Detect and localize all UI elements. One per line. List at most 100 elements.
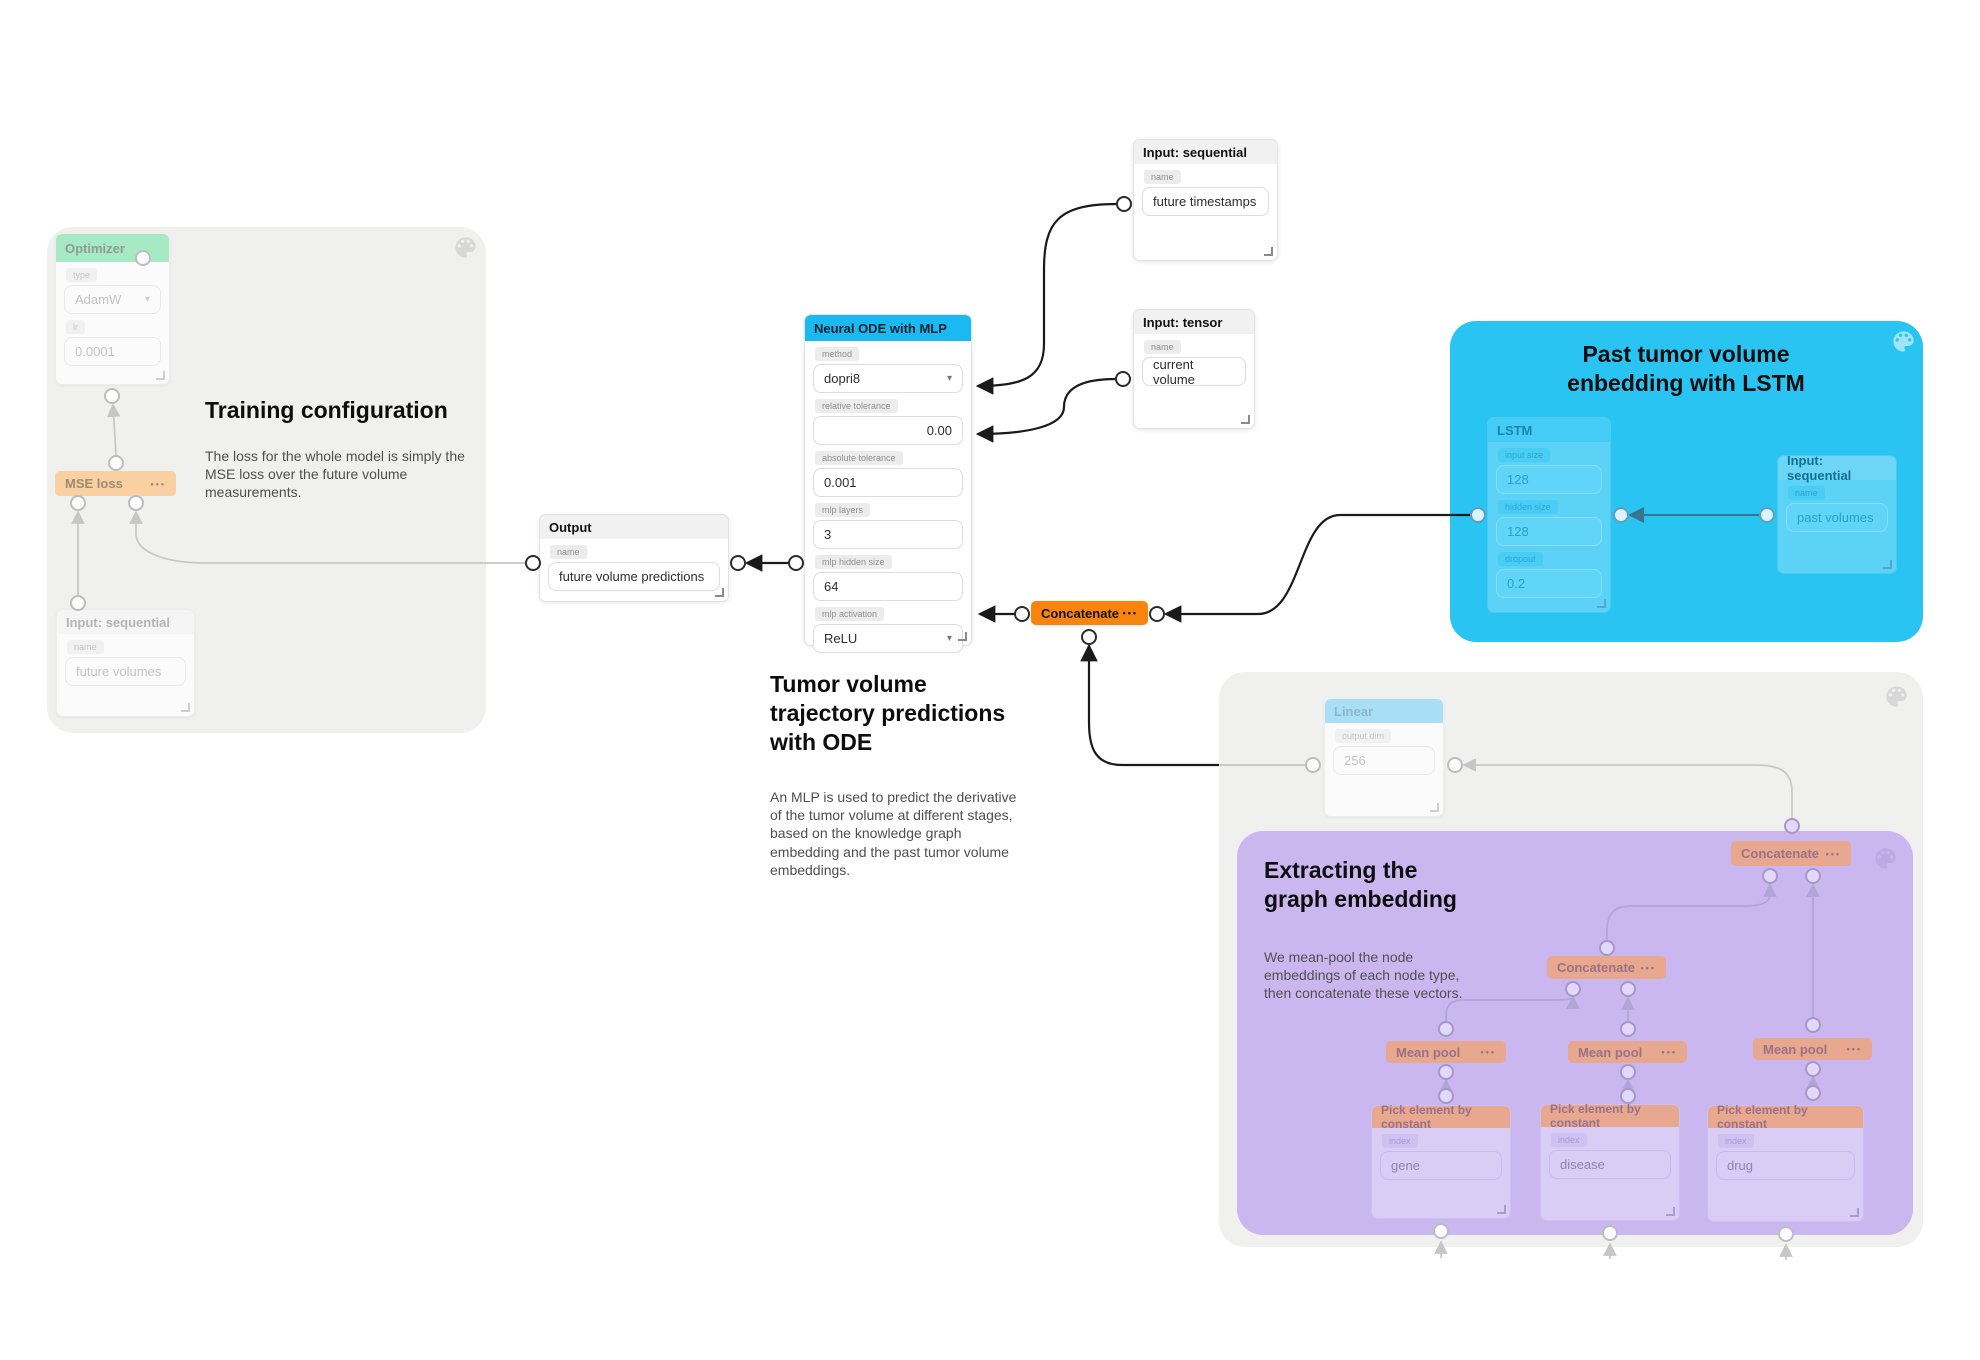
node-header[interactable]: Output	[540, 515, 728, 539]
node-concatenate-top[interactable]: Concatenate •••	[1731, 841, 1851, 866]
node-header[interactable]: Pick element by constant	[1541, 1102, 1679, 1130]
resize-handle-icon[interactable]	[1497, 1205, 1506, 1214]
node-pick-gene[interactable]: Pick element by constant index gene	[1371, 1103, 1511, 1219]
field-label: index	[1551, 1133, 1587, 1147]
ode-mlp-activation-select[interactable]: ReLU▾	[813, 624, 963, 653]
node-header[interactable]: Pick element by constant	[1708, 1103, 1863, 1131]
node-optimizer-header[interactable]: Optimizer	[56, 234, 169, 262]
resize-handle-icon[interactable]	[1264, 247, 1273, 256]
node-menu-icon[interactable]: •••	[1846, 1044, 1862, 1054]
node-mean-pool-1[interactable]: Mean pool •••	[1386, 1041, 1506, 1063]
node-output[interactable]: Output name future volume predictions	[539, 514, 729, 602]
resize-handle-icon[interactable]	[1430, 803, 1439, 812]
palette-icon[interactable]	[1872, 845, 1899, 872]
node-menu-icon[interactable]: •••	[1480, 1047, 1496, 1057]
port-future-timestamps-output[interactable]	[1116, 196, 1132, 212]
chevron-down-icon: ▾	[946, 633, 952, 644]
resize-handle-icon[interactable]	[156, 371, 165, 380]
node-pick-disease[interactable]: Pick element by constant index disease	[1540, 1102, 1680, 1221]
node-header[interactable]: Input: sequential	[1778, 453, 1896, 483]
field-value: 0.2	[1507, 576, 1526, 591]
field-label: lr	[66, 320, 85, 334]
index-input[interactable]: gene	[1380, 1151, 1502, 1180]
node-menu-icon[interactable]: •••	[150, 478, 166, 489]
name-input[interactable]: future timestamps	[1142, 187, 1269, 216]
lstm-hidden-size-input[interactable]: 128	[1496, 517, 1602, 546]
port-output-loss[interactable]	[525, 555, 541, 571]
ode-method-select[interactable]: dopri8▾	[813, 364, 963, 393]
field-value: 0.001	[824, 475, 857, 490]
optimizer-type-select[interactable]: AdamW▾	[64, 285, 161, 314]
node-menu-icon[interactable]: •••	[1122, 608, 1138, 618]
field-value: drug	[1727, 1158, 1754, 1173]
node-lstm[interactable]: LSTM input size 128 hidden size 128 drop…	[1487, 417, 1611, 613]
palette-icon[interactable]	[1890, 328, 1917, 355]
node-menu-icon[interactable]: •••	[1640, 962, 1656, 973]
ode-mlp-hidden-size-input[interactable]: 64	[813, 572, 963, 601]
node-header[interactable]: Neural ODE with MLP	[805, 315, 971, 341]
node-concatenate[interactable]: Concatenate •••	[1031, 601, 1148, 625]
name-input[interactable]: current volume	[1142, 356, 1246, 387]
resize-handle-icon[interactable]	[715, 588, 724, 597]
node-input-future-volumes[interactable]: Input: sequential name future volumes	[56, 609, 195, 717]
node-neural-ode[interactable]: Neural ODE with MLP method dopri8▾ relat…	[804, 314, 972, 653]
port-ode-output[interactable]	[788, 555, 804, 571]
name-input[interactable]: future volumes	[65, 657, 186, 686]
node-input-future-timestamps[interactable]: Input: sequential name future timestamps	[1133, 139, 1278, 261]
edge-current-volume-to-ode[interactable]	[975, 377, 1117, 443]
resize-handle-icon[interactable]	[1666, 1207, 1675, 1216]
edge-linear-to-concatenate[interactable]	[1080, 643, 1219, 767]
node-mean-pool-2[interactable]: Mean pool •••	[1568, 1041, 1687, 1063]
ode-absolute-tolerance-input[interactable]: 0.001	[813, 468, 963, 497]
node-mse-loss[interactable]: MSE loss •••	[55, 471, 176, 496]
ode-relative-tolerance-input[interactable]: 0.00	[813, 416, 963, 445]
palette-icon[interactable]	[452, 234, 479, 261]
node-header[interactable]: Input: tensor	[1134, 310, 1254, 334]
edge-future-timestamps-to-ode[interactable]	[975, 202, 1118, 395]
field-value: 64	[824, 579, 839, 594]
resize-handle-icon[interactable]	[1883, 560, 1892, 569]
node-menu-icon[interactable]: •••	[1661, 1047, 1677, 1057]
index-input[interactable]: drug	[1716, 1151, 1855, 1180]
port-concatenate-output[interactable]	[1014, 606, 1030, 622]
node-optimizer[interactable]: Optimizer type AdamW▾ lr 0.0001	[55, 233, 170, 385]
node-input-current-volume[interactable]: Input: tensor name current volume	[1133, 309, 1255, 429]
node-header[interactable]: Linear	[1325, 699, 1443, 723]
resize-handle-icon[interactable]	[1241, 415, 1250, 424]
node-header[interactable]: Input: sequential	[57, 610, 194, 634]
node-header[interactable]: Input: sequential	[1134, 140, 1277, 164]
node-header[interactable]: Pick element by constant	[1372, 1103, 1510, 1131]
name-input[interactable]: past volumes	[1786, 503, 1888, 532]
node-linear[interactable]: Linear output dim 256	[1324, 698, 1444, 817]
resize-handle-icon[interactable]	[1850, 1208, 1859, 1217]
index-input[interactable]: disease	[1549, 1150, 1671, 1179]
palette-icon[interactable]	[1883, 683, 1910, 710]
linear-output-dim-input[interactable]: 256	[1333, 746, 1435, 775]
port-current-volume-output[interactable]	[1115, 371, 1131, 387]
name-input[interactable]: future volume predictions	[548, 562, 720, 591]
node-title: Pick element by constant	[1717, 1103, 1808, 1131]
node-header[interactable]: LSTM	[1488, 418, 1610, 442]
field-value: gene	[1391, 1158, 1420, 1173]
resize-handle-icon[interactable]	[181, 703, 190, 712]
resize-handle-icon[interactable]	[958, 632, 967, 641]
edge-lstm-to-concatenate[interactable]	[1163, 513, 1471, 623]
node-title: MSE loss	[65, 476, 123, 491]
resize-handle-icon[interactable]	[1597, 599, 1606, 608]
lstm-dropout-input[interactable]: 0.2	[1496, 569, 1602, 598]
field-value: current volume	[1153, 356, 1195, 387]
node-pick-drug[interactable]: Pick element by constant index drug	[1707, 1103, 1864, 1222]
port-concatenate-input-right[interactable]	[1149, 606, 1165, 622]
port-output-input[interactable]	[730, 555, 746, 571]
ode-mlp-layers-input[interactable]: 3	[813, 520, 963, 549]
optimizer-lr-input[interactable]: 0.0001	[64, 337, 161, 366]
lstm-input-size-input[interactable]: 128	[1496, 465, 1602, 494]
node-menu-icon[interactable]: •••	[1825, 848, 1841, 859]
node-title: Concatenate	[1741, 846, 1820, 861]
port-concatenate-input-bottom[interactable]	[1081, 629, 1097, 645]
node-input-past-volumes[interactable]: Input: sequential name past volumes	[1777, 453, 1897, 574]
field-label: method	[815, 347, 860, 361]
node-mean-pool-3[interactable]: Mean pool •••	[1753, 1038, 1872, 1060]
node-concatenate-mid[interactable]: Concatenate •••	[1547, 956, 1666, 979]
